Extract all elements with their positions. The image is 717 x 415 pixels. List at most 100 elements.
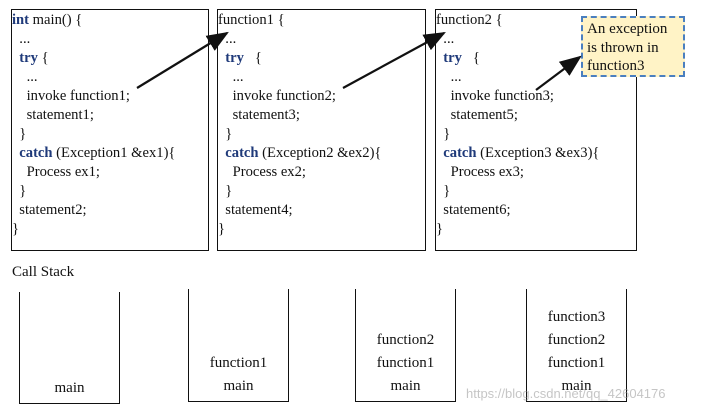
code-line: } <box>436 220 636 239</box>
code-keyword: catch <box>12 145 53 161</box>
code-text: } <box>218 183 233 199</box>
code-text: function1 { <box>218 12 285 28</box>
code-keyword: try <box>12 50 38 66</box>
code-line: invoke function2; <box>218 87 425 106</box>
code-line: Process ex3; <box>436 163 636 182</box>
code-line: Process ex1; <box>12 163 208 182</box>
code-text: statement3; <box>218 107 300 123</box>
code-text: } <box>12 126 27 142</box>
code-keyword: int <box>12 12 30 28</box>
code-text: ... <box>218 31 237 47</box>
code-text: (Exception1 &ex1){ <box>52 145 176 161</box>
stack-frame-function1: function1 <box>547 355 606 371</box>
code-line: int main() { <box>12 11 208 30</box>
code-line: catch (Exception3 &ex3){ <box>436 144 636 163</box>
code-line: try { <box>218 49 425 68</box>
code-line: } <box>436 125 636 144</box>
call-stack-label: Call Stack <box>12 264 75 280</box>
note-line: is thrown in <box>587 39 659 56</box>
code-line: catch (Exception2 &ex2){ <box>218 144 425 163</box>
code-text: function2 { <box>436 12 503 28</box>
code-text: statement5; <box>436 107 518 123</box>
code-text: ... <box>436 69 462 85</box>
exception-note: An exception is thrown in function3 <box>581 16 685 77</box>
arrow-function3-call <box>535 55 582 91</box>
code-line: } <box>218 125 425 144</box>
stack-frame-function3: function3 <box>547 309 606 325</box>
code-text: } <box>436 221 444 237</box>
call-stack-1: main <box>19 292 120 404</box>
code-line: try { <box>12 49 208 68</box>
code-line: ... <box>436 30 636 49</box>
code-line: invoke function3; <box>436 87 636 106</box>
code-text: } <box>218 221 226 237</box>
code-line: } <box>12 220 208 239</box>
code-text: { <box>243 50 262 66</box>
code-line: ... <box>436 68 636 87</box>
code-line: } <box>436 182 636 201</box>
code-text: } <box>218 126 233 142</box>
function1-box: function1 { ... try { ... invoke functio… <box>217 9 426 251</box>
note-line: An exception <box>587 21 668 37</box>
stack-frame-main: main <box>390 378 421 394</box>
code-text: } <box>436 126 451 142</box>
code-text: { <box>461 50 480 66</box>
code-line: catch (Exception1 &ex1){ <box>12 144 208 163</box>
code-text: statement2; <box>12 202 87 218</box>
code-text: statement6; <box>436 202 511 218</box>
code-text: Process ex2; <box>218 164 306 180</box>
code-line: statement5; <box>436 106 636 125</box>
code-line: statement6; <box>436 201 636 220</box>
stack-frame-main: main <box>223 378 254 394</box>
code-text: ... <box>12 31 31 47</box>
code-line: } <box>12 125 208 144</box>
code-line: invoke function1; <box>12 87 208 106</box>
arrow-function2-call <box>342 31 446 89</box>
code-text: (Exception3 &ex3){ <box>476 145 600 161</box>
code-line: } <box>218 220 425 239</box>
code-text: Process ex3; <box>436 164 524 180</box>
code-text: ... <box>12 69 38 85</box>
code-text: } <box>436 183 451 199</box>
watermark-text: https://blog.csdn.net/qq_42604176 <box>466 386 666 401</box>
stack-frame-function2: function2 <box>547 332 606 348</box>
code-text: ... <box>436 31 455 47</box>
code-line: statement3; <box>218 106 425 125</box>
stack-frame-function1: function1 <box>209 355 268 371</box>
stack-frame-main: main <box>54 380 85 396</box>
code-keyword: catch <box>218 145 259 161</box>
code-text: invoke function2; <box>218 88 336 104</box>
code-text: } <box>12 221 20 237</box>
code-line: } <box>12 182 208 201</box>
code-keyword: catch <box>436 145 477 161</box>
code-text: ... <box>218 69 244 85</box>
call-stack-4: function3 function2 function1 main <box>526 289 627 402</box>
code-line: ... <box>218 30 425 49</box>
code-line: statement2; <box>12 201 208 220</box>
code-text: invoke function3; <box>436 88 554 104</box>
arrow-function1-call <box>136 31 229 89</box>
code-keyword: try <box>436 50 462 66</box>
code-line: Process ex2; <box>218 163 425 182</box>
code-text: } <box>12 183 27 199</box>
code-line: ... <box>12 68 208 87</box>
code-line: function2 { <box>436 11 636 30</box>
code-line: statement4; <box>218 201 425 220</box>
code-line: try { <box>436 49 636 68</box>
stack-frame-main: main <box>561 378 592 394</box>
code-keyword: try <box>218 50 244 66</box>
call-stack-2: function1 main <box>188 289 289 402</box>
code-text: { <box>37 50 49 66</box>
code-line: ... <box>12 30 208 49</box>
code-text: invoke function1; <box>12 88 130 104</box>
code-text: main() { <box>29 12 83 28</box>
code-text: Process ex1; <box>12 164 100 180</box>
code-line: } <box>218 182 425 201</box>
note-line: function3 <box>587 58 645 74</box>
main-function-box: int main() { ... try { ... invoke functi… <box>11 9 209 251</box>
code-line: statement1; <box>12 106 208 125</box>
code-text: statement4; <box>218 202 293 218</box>
stack-frame-function2: function2 <box>376 332 435 348</box>
